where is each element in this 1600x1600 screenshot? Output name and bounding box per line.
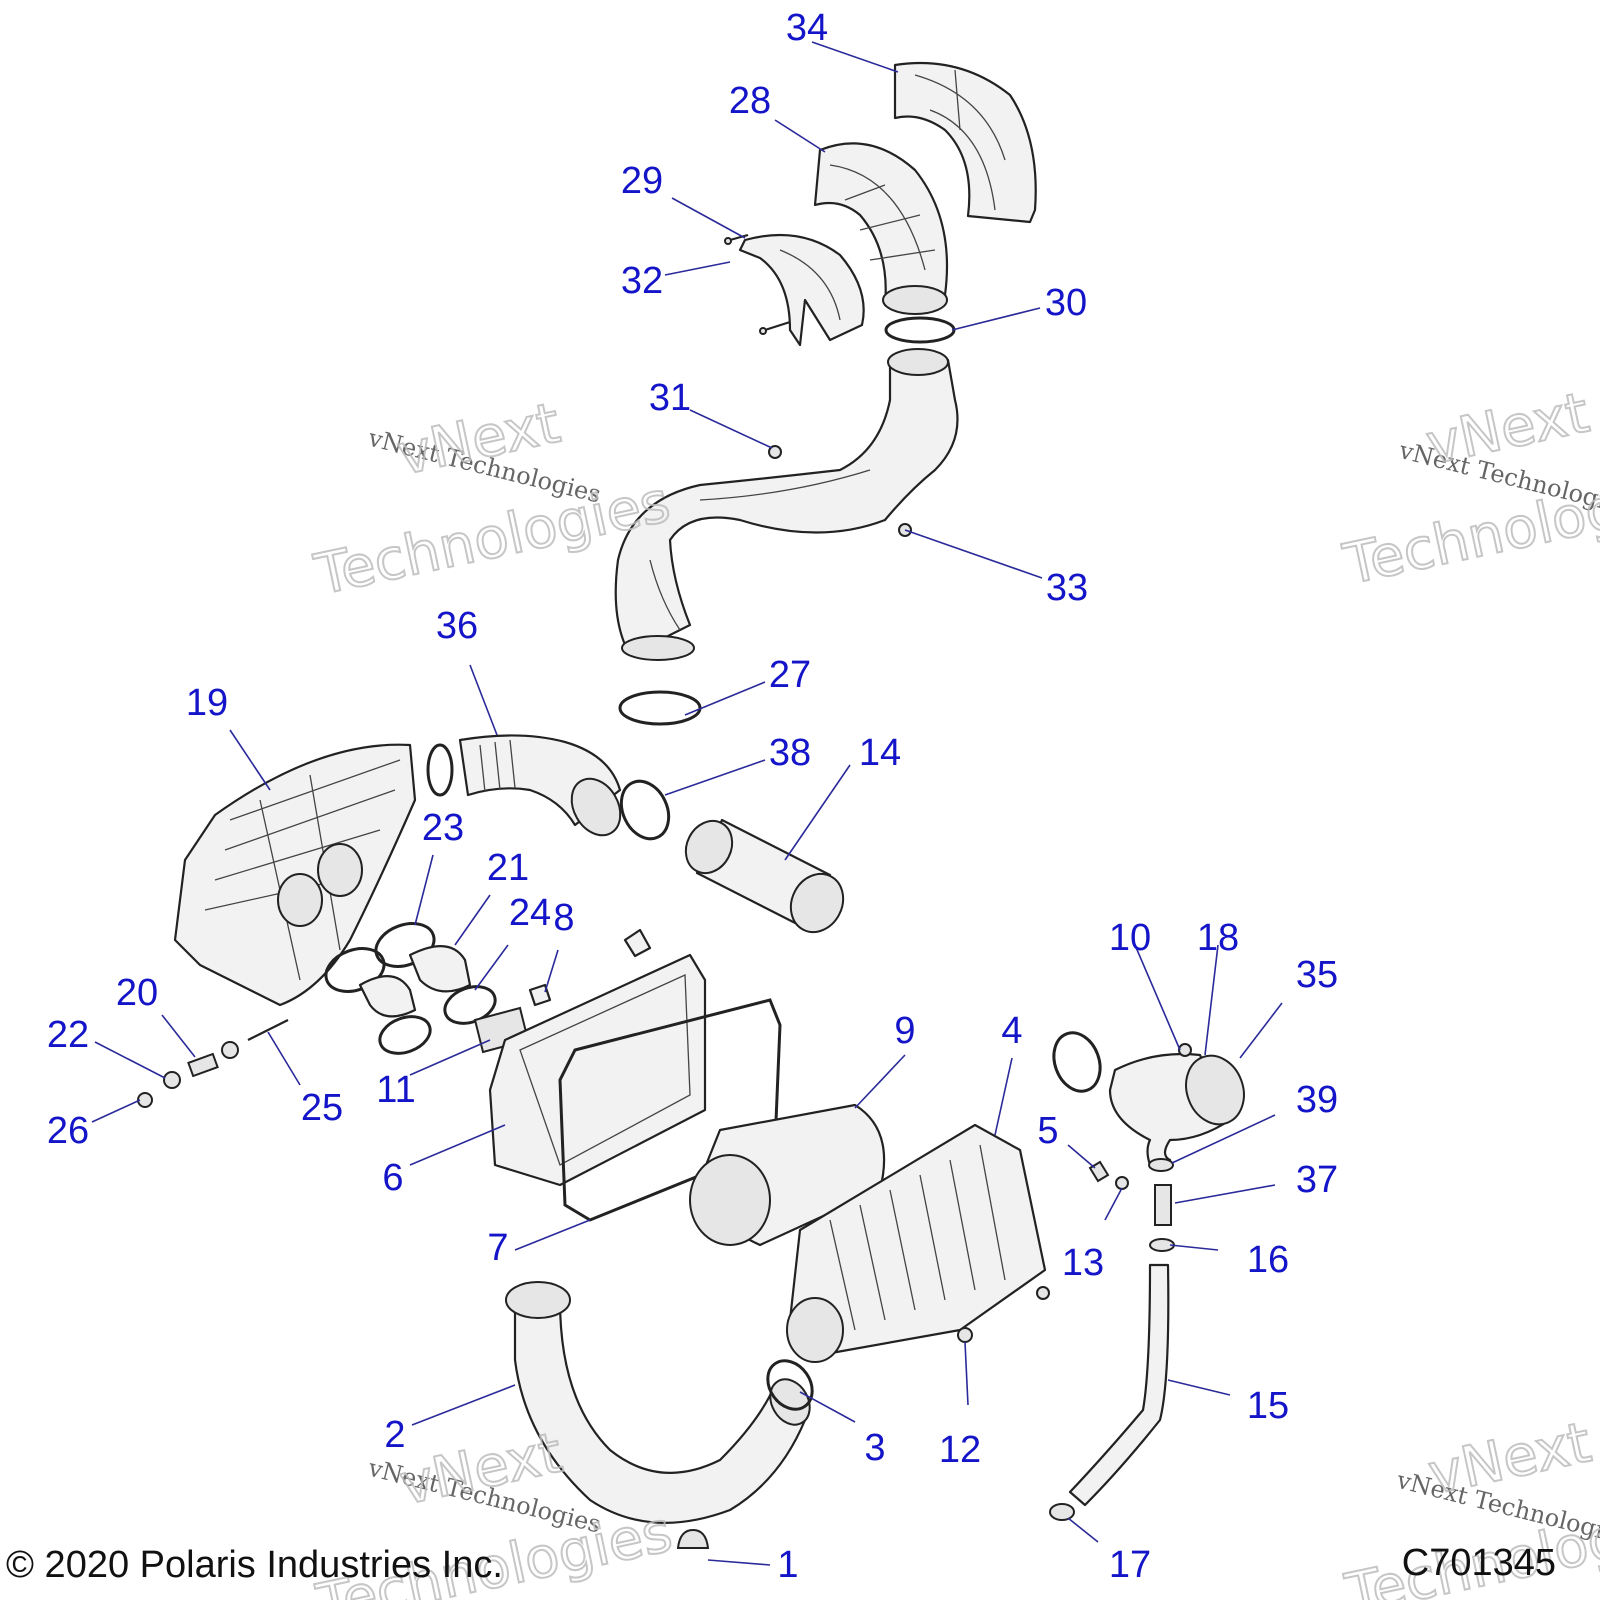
drawing-number: C701345 [1401,1542,1556,1584]
part-17-clamp [1049,1503,1075,1521]
part-39-clamp [1148,1158,1174,1172]
part-36-bellows-hose [426,734,622,837]
callout-18: 18 [1197,917,1239,959]
leader-lines [91,41,1283,1566]
part-5-grommet [1088,1160,1110,1183]
callout-29: 29 [621,160,663,202]
watermarks: vNext Technologies vNext Technologies vN… [308,379,1600,1600]
callout-numbers: 1 2 3 4 5 6 7 8 9 10 11 12 13 14 15 16 1… [47,7,1338,1586]
part-20-spacer [187,1052,219,1078]
callout-23: 23 [422,807,464,849]
part-drawings [137,61,1245,1549]
part-7-gasket [558,998,782,1222]
callout-38: 38 [769,732,811,774]
part-4-airbox-base [786,1123,1047,1363]
callout-11: 11 [376,1069,415,1111]
callout-36: 36 [436,605,478,647]
callout-34: 34 [786,7,828,49]
callout-22: 22 [47,1014,89,1056]
callout-30: 30 [1045,282,1087,324]
part-32-screws [724,233,791,335]
callout-16: 16 [1247,1239,1289,1281]
part-14-cylinder-filter [684,818,845,934]
callout-6: 6 [382,1157,403,1199]
part-2-lower-tube [505,1281,811,1524]
part-6-airbox-cover [488,928,707,1187]
part-22-bushing [163,1071,181,1089]
part-37-fitting [1154,1184,1172,1226]
part-28-duct-elbow [813,142,949,315]
part-9-filter-element [689,1103,886,1247]
callout-7: 7 [487,1227,508,1269]
part-30-clamp [884,316,956,344]
part-12-fastener [957,1327,973,1343]
callout-9: 9 [894,1010,915,1052]
copyright-notice: © 2020 Polaris Industries Inc. [6,1544,503,1586]
callout-4: 4 [1001,1010,1022,1052]
callout-28: 28 [729,80,771,122]
callout-17: 17 [1109,1544,1151,1586]
part-35-elbow [1108,1043,1245,1167]
callout-15: 15 [1247,1385,1289,1427]
callout-21: 21 [487,847,529,889]
callout-24: 24 [509,892,551,934]
callout-1: 1 [777,1544,798,1586]
callout-14: 14 [859,732,901,774]
part-31-fastener [768,445,782,459]
part-clamp-near-10 [1052,1031,1102,1093]
callout-5: 5 [1037,1110,1058,1152]
part-27-clamp [618,690,702,726]
callout-13: 13 [1062,1242,1104,1284]
part-29-cover-bracket [738,233,865,347]
callout-37: 37 [1296,1159,1338,1201]
part-25-bolt [247,1019,289,1041]
part-3-clamp [766,1359,814,1411]
part-33-intake-tube [614,348,959,661]
part-34-outer-cover [893,61,1037,224]
callout-31: 31 [649,377,691,419]
callout-26: 26 [47,1110,89,1152]
part-13-fastener [1115,1176,1129,1190]
part-1-cap [676,1528,710,1549]
callout-27: 27 [769,654,811,696]
callout-32: 32 [621,260,663,302]
callout-10: 10 [1109,917,1151,959]
callout-19: 19 [186,682,228,724]
callout-35: 35 [1296,954,1338,996]
callout-3: 3 [864,1427,885,1469]
part-12-nut [1036,1286,1050,1300]
callout-25: 25 [301,1087,343,1129]
part-26-nut [137,1092,153,1108]
callout-20: 20 [116,972,158,1014]
callout-2: 2 [384,1414,405,1456]
part-38-clamp [619,779,671,841]
part-23-21-24-couplers [324,922,497,1055]
callout-8: 8 [553,897,574,939]
part-19-airbox-housing [173,743,417,1007]
callout-39: 39 [1296,1079,1338,1121]
callout-33: 33 [1046,567,1088,609]
callout-12: 12 [939,1429,981,1471]
part-20-washer [221,1041,239,1059]
part-15-hose [1068,1263,1170,1507]
